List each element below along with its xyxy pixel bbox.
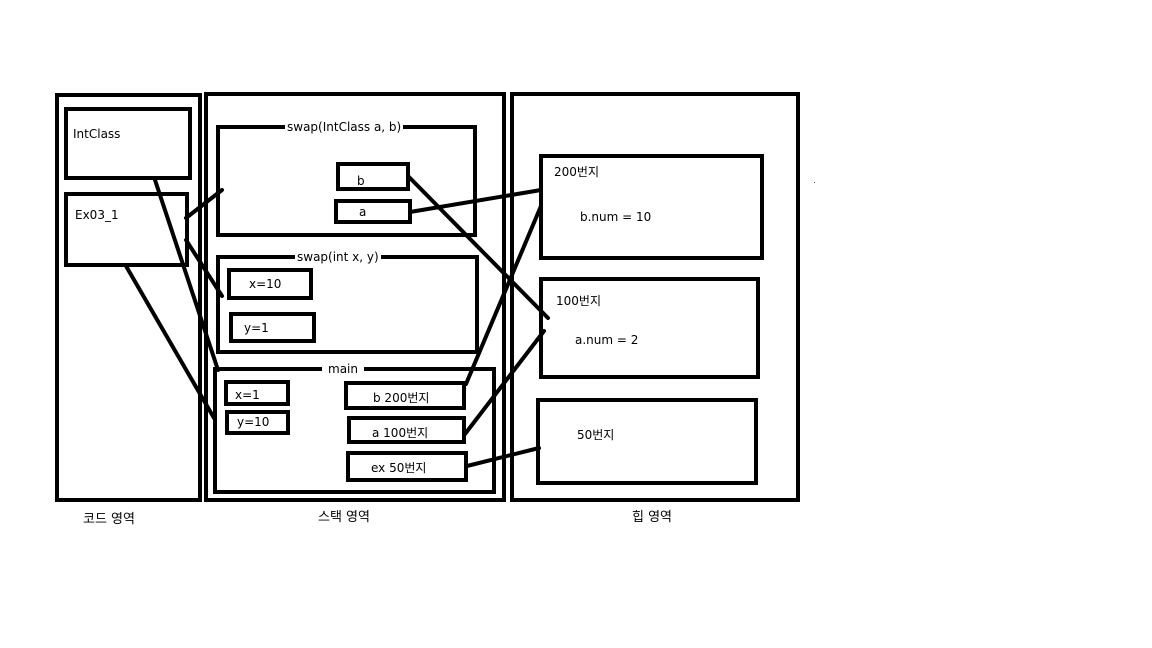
main-y-label: y=10 bbox=[237, 415, 270, 429]
main-x-label: x=1 bbox=[235, 388, 260, 402]
main-b-label: b 200번지 bbox=[373, 391, 430, 405]
main-x-box bbox=[224, 380, 290, 406]
heap-100-value: a.num = 2 bbox=[575, 333, 639, 347]
heap-100-label: 100번지 bbox=[556, 294, 601, 308]
main-a-label: a 100번지 bbox=[372, 426, 429, 440]
intclass-label: IntClass bbox=[73, 127, 121, 141]
swap-object-a-label: a bbox=[359, 205, 367, 219]
main-title: main bbox=[322, 362, 364, 376]
heap-50-label: 50번지 bbox=[577, 428, 615, 442]
swap-int-x-box bbox=[227, 268, 313, 300]
swap-object-title: swap(IntClass a, b) bbox=[285, 120, 404, 134]
swap-object-b-label: b bbox=[357, 174, 365, 188]
swap-object-b-box bbox=[336, 162, 410, 191]
main-y-box bbox=[225, 410, 290, 435]
code-area-label: 코드 영역 bbox=[83, 512, 135, 527]
stray-dot bbox=[814, 182, 815, 183]
swap-int-x-label: x=10 bbox=[249, 277, 282, 291]
swap-int-title: swap(int x, y) bbox=[295, 250, 381, 264]
intclass-box bbox=[64, 107, 192, 180]
swap-int-y-label: y=1 bbox=[244, 321, 269, 335]
heap-50-box bbox=[536, 398, 758, 485]
heap-200-label: 200번지 bbox=[554, 165, 599, 179]
heap-area-label: 힙 영역 bbox=[632, 510, 673, 525]
ex03-box bbox=[64, 192, 189, 267]
swap-object-a-box bbox=[334, 199, 412, 224]
stack-area-label: 스택 영역 bbox=[318, 510, 370, 525]
ex03-label: Ex03_1 bbox=[75, 208, 119, 222]
main-ex-label: ex 50번지 bbox=[371, 461, 427, 475]
swap-int-y-box bbox=[229, 312, 316, 343]
heap-100-box bbox=[539, 277, 760, 379]
heap-200-value: b.num = 10 bbox=[580, 210, 652, 224]
